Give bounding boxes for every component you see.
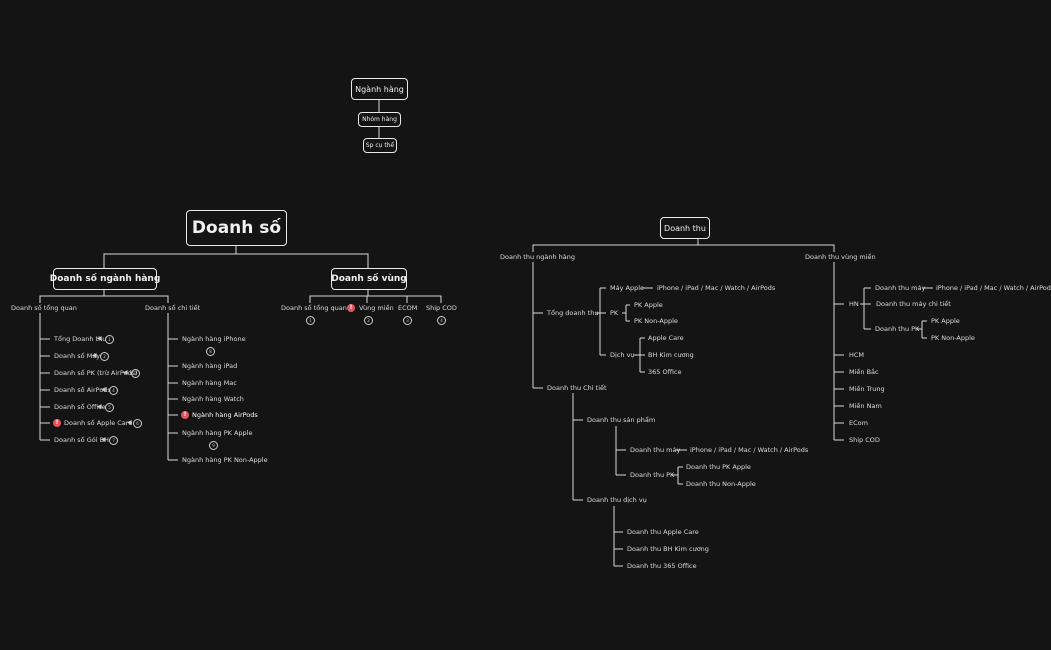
number-badge-icon: 4: [109, 386, 118, 395]
tong-doanh-thu-item[interactable]: Tổng Doanh thu: [54, 335, 107, 343]
doanh-thu-apple-care-item[interactable]: Doanh thu Apple Care: [627, 528, 699, 536]
doanh-thu-bh-kim-cuong-item[interactable]: Doanh thu BH Kim cương: [627, 545, 709, 553]
tong-doanh-thu-label[interactable]: Tổng doanh thu: [547, 309, 599, 317]
vung-doanh-so-tong-quan[interactable]: Doanh số tổng quan: [281, 304, 347, 312]
nganh-hang-ipad-item[interactable]: Ngành hàng iPad: [182, 362, 238, 370]
hn-doanh-thu-may-leaf[interactable]: iPhone / iPad / Mac / Watch / AirPods: [936, 284, 1051, 292]
doanh-thu-may-leaf[interactable]: iPhone / iPad / Mac / Watch / AirPods: [690, 446, 809, 454]
hn-label[interactable]: HN: [849, 300, 859, 308]
alert-flag-icon: !: [181, 411, 189, 419]
pk-label[interactable]: PK: [610, 309, 619, 317]
doanh-so-office-item[interactable]: Doanh số Office: [54, 403, 106, 411]
legend-sp-box[interactable]: Sp cụ thể: [363, 138, 397, 153]
doanh-so-airpods-item[interactable]: Doanh số AirPods: [54, 386, 111, 394]
legend-nganh-hang-box[interactable]: Ngành hàng: [351, 78, 408, 100]
doanh-so-tong-quan-label[interactable]: Doanh số tổng quan: [11, 304, 77, 312]
number-badge-icon: 1: [105, 335, 114, 344]
doanh-thu-root[interactable]: Doanh thu: [660, 217, 710, 239]
doanh-thu-chi-tiet-label[interactable]: Doanh thu Chi tiết: [547, 384, 607, 392]
number-badge-icon: 5: [105, 403, 114, 412]
doanh-so-vung-node[interactable]: Doanh số vùng: [331, 268, 407, 290]
number-badge-icon: 2: [364, 316, 373, 325]
region-hcm[interactable]: HCM: [849, 351, 865, 359]
doanh-so-may-item[interactable]: Doanh số Máy: [54, 352, 101, 360]
office-365-item[interactable]: 365 Office: [648, 368, 682, 376]
vung-mien-item[interactable]: Vùng miền: [359, 304, 394, 312]
doanh-thu-dich-vu-label[interactable]: Doanh thu dịch vụ: [587, 496, 647, 504]
arrow-icon: ◀: [127, 419, 132, 426]
arrow-icon: ◀: [97, 335, 102, 342]
doanh-so-root[interactable]: Doanh số: [186, 210, 287, 246]
pk-non-apple-item[interactable]: PK Non-Apple: [634, 317, 678, 325]
arrow-icon: ◀: [101, 386, 106, 393]
region-ecom[interactable]: ECom: [849, 419, 868, 427]
doanh-so-apple-care-item[interactable]: Doanh số Apple Care: [64, 419, 133, 427]
ship-cod-item[interactable]: Ship COD: [426, 304, 457, 312]
number-badge-icon: 6: [133, 419, 142, 428]
region-mien-nam[interactable]: Miền Nam: [849, 402, 882, 410]
doanh-thu-pk-apple-item[interactable]: Doanh thu PK Apple: [686, 463, 751, 471]
number-badge-icon: 3: [403, 316, 412, 325]
nganh-hang-pk-non-apple-item[interactable]: Ngành hàng PK Non-Apple: [182, 456, 268, 464]
region-ship-cod[interactable]: Ship COD: [849, 436, 880, 444]
hn-doanh-thu-may-chi-tiet[interactable]: Doanh thu máy chi tiết: [876, 300, 951, 308]
nganh-hang-watch-item[interactable]: Ngành hàng Watch: [182, 395, 244, 403]
region-mien-trung[interactable]: Miền Trung: [849, 385, 885, 393]
doanh-thu-nganh-hang-label[interactable]: Doanh thu ngành hàng: [500, 253, 576, 261]
hn-doanh-thu-may-label[interactable]: Doanh thu máy: [875, 284, 926, 292]
arrow-icon: ◀: [97, 403, 102, 410]
ecom-item[interactable]: ECOM: [398, 304, 418, 312]
doanh-so-goi-bh-item[interactable]: Doanh số Gói BH: [54, 436, 109, 444]
alert-flag-icon: !: [53, 419, 61, 427]
doanh-thu-vung-mien-label[interactable]: Doanh thu vùng miền: [805, 253, 876, 261]
number-badge-icon: 2: [100, 352, 109, 361]
doanh-thu-san-pham-label[interactable]: Doanh thu sản phẩm: [587, 416, 656, 424]
number-badge-icon: 1: [306, 316, 315, 325]
region-mien-bac[interactable]: Miền Bắc: [849, 368, 879, 376]
doanh-thu-may-label[interactable]: Doanh thu máy: [630, 446, 681, 454]
number-badge-icon: 4: [437, 316, 446, 325]
number-badge-icon: 8: [206, 347, 215, 356]
pk-apple-item[interactable]: PK Apple: [634, 301, 663, 309]
may-apple-leaf[interactable]: iPhone / iPad / Mac / Watch / AirPods: [657, 284, 776, 292]
may-apple-label[interactable]: Máy Apple: [610, 284, 645, 292]
arrow-icon: ◀: [101, 436, 106, 443]
legend-nhom-hang-box[interactable]: Nhóm hàng: [358, 112, 401, 127]
hn-pk-non-apple-item[interactable]: PK Non-Apple: [931, 334, 975, 342]
doanh-thu-365-office-item[interactable]: Doanh thu 365 Office: [627, 562, 697, 570]
nganh-hang-mac-item[interactable]: Ngành hàng Mac: [182, 379, 237, 387]
nganh-hang-airpods-item[interactable]: Ngành hàng AirPods: [192, 411, 258, 419]
number-badge-icon: 3: [131, 369, 140, 378]
hn-pk-apple-item[interactable]: PK Apple: [931, 317, 960, 325]
hn-doanh-thu-pk-label[interactable]: Doanh thu PK: [875, 325, 920, 333]
arrow-icon: ◀: [92, 352, 97, 359]
alert-flag-icon: !: [347, 304, 355, 312]
doanh-so-nganh-hang-node[interactable]: Doanh số ngành hàng: [50, 268, 160, 290]
nganh-hang-pk-apple-item[interactable]: Ngành hàng PK Apple: [182, 429, 253, 437]
doanh-so-chi-tiet-label[interactable]: Doanh số chi tiết: [145, 304, 201, 312]
nganh-hang-iphone-item[interactable]: Ngành hàng iPhone: [182, 335, 246, 343]
doanh-thu-non-apple-item[interactable]: Doanh thu Non-Apple: [686, 480, 756, 488]
number-badge-icon: 7: [109, 436, 118, 445]
apple-care-item[interactable]: Apple Care: [648, 334, 684, 342]
arrow-icon: ◀: [123, 369, 128, 376]
bh-kim-cuong-item[interactable]: BH Kim cương: [648, 351, 694, 359]
doanh-thu-pk-label[interactable]: Doanh thu PK: [630, 471, 675, 479]
dich-vu-label[interactable]: Dịch vụ: [610, 351, 635, 359]
doanh-so-pk-item[interactable]: Doanh số PK (trừ AirPods): [54, 369, 138, 377]
number-badge-icon: 9: [209, 441, 218, 450]
